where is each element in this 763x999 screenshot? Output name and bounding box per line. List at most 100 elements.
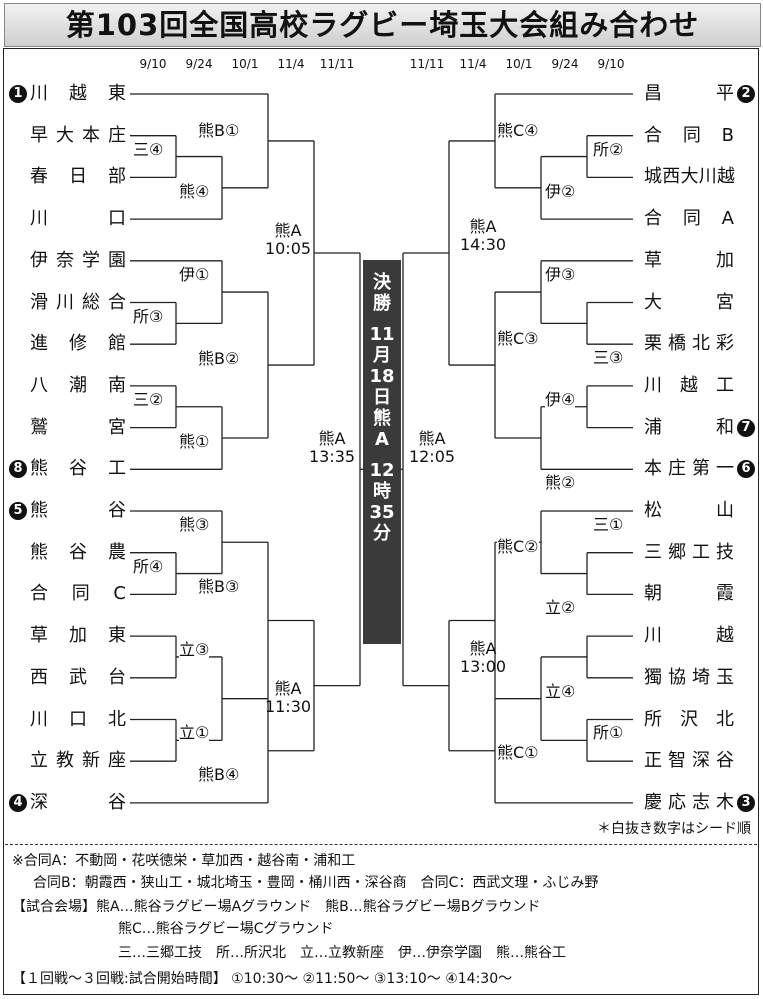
venue-label: 伊② [545, 182, 576, 201]
venue-label-semifinal: 熊A 10:05 [264, 221, 312, 258]
venue-label-semifinal: 熊A 14:30 [459, 217, 507, 254]
venue-label: 立② [545, 598, 576, 617]
seed-badge: 4 [9, 793, 27, 812]
team-name: 浦和 [644, 416, 734, 438]
title-bar: 第103回全国高校ラグビー埼玉大会組み合わせ [4, 3, 761, 47]
venue-label: 所④ [133, 557, 164, 576]
venue-label: 熊B② [198, 349, 240, 368]
team-name: 大宮 [644, 291, 734, 313]
round-date-left-1: 9/10 [139, 57, 167, 71]
final-date: 日 [373, 387, 391, 408]
team-name: 川口北 [30, 708, 126, 730]
final-label: 勝 [373, 293, 391, 314]
venue-label: 立① [179, 723, 210, 742]
team-name: 本庄第一 [644, 458, 734, 480]
final-time: 12 [369, 460, 395, 481]
team-name: 松山 [644, 500, 734, 521]
round-date-left-3: 10/1 [231, 57, 259, 71]
venue-label: 熊② [545, 473, 576, 492]
venue-legend: 三…三郷工技 所…所沢北 立…立教新座 伊…伊奈学園 熊…熊谷工 [118, 945, 566, 961]
team-name: 西武台 [30, 666, 126, 688]
venue-label: 立③ [179, 640, 210, 659]
bracket-frame [3, 48, 759, 995]
final-date: 18 [369, 366, 395, 387]
venue-label-final-left: 熊A 13:35 [308, 429, 356, 466]
venue-legend: 【試合会場】熊A…熊谷ラグビー場Aグラウンド 熊B…熊谷ラグビー場Bグラウンド [12, 899, 541, 915]
team-name: 昌平 [644, 83, 734, 104]
seed-badge: 3 [737, 793, 755, 812]
final-venue: 熊 [373, 408, 391, 429]
round-date-right-5: 9/10 [597, 57, 625, 71]
final-box [363, 260, 401, 644]
venue-legend: 熊C…熊谷ラグビー場Cグラウンド [118, 921, 334, 937]
round-date-right-3: 10/1 [505, 57, 533, 71]
team-name: 川越 [644, 625, 734, 647]
team-name: 草加 [644, 249, 734, 271]
venue-label: 熊C③ [497, 329, 539, 348]
venue-label: 立④ [545, 682, 576, 701]
venue-label: 熊B① [198, 121, 240, 140]
venue-label: 所② [593, 140, 624, 159]
venue-label-semifinal: 熊A 11:30 [264, 679, 312, 716]
venue-label: 熊B③ [198, 577, 240, 596]
final-label: 決 [373, 272, 391, 293]
divider [5, 844, 757, 845]
venue-label-semifinal: 熊A 13:00 [459, 639, 507, 676]
team-name: 川口 [30, 208, 126, 230]
team-name: 立教新座 [30, 750, 126, 772]
venue-label: 熊C② [497, 537, 539, 556]
team-name: 川越東 [30, 83, 126, 104]
team-name: 早大本庄 [30, 124, 126, 146]
venue-label: 伊① [179, 265, 210, 284]
round-date-left-4: 11/4 [277, 57, 305, 71]
seed-badge: 5 [9, 502, 27, 520]
final-venue: A [375, 429, 389, 450]
round-date-left-2: 9/24 [185, 57, 213, 71]
final-date: 11 [369, 324, 395, 345]
team-name: 正智深谷 [644, 750, 734, 772]
seed-badge: 7 [737, 418, 755, 437]
team-name: 進修館 [30, 333, 126, 355]
venue-label: 三④ [133, 140, 164, 159]
venue-label: 熊C④ [497, 121, 539, 140]
team-name: 朝霞 [644, 583, 734, 605]
venue-label: 熊① [179, 432, 210, 451]
team-name: 春日部 [30, 166, 126, 188]
joint-team-a-note: ※合同A：不動岡・花咲徳栄・草加西・越谷南・浦和工 [12, 853, 356, 869]
venue-label: 伊③ [545, 265, 576, 284]
round-date-right-2: 11/4 [459, 57, 487, 71]
final-time: 35 [369, 502, 395, 523]
start-times-note: 【１回戦～３回戦:試合開始時間】 ①10:30～ ②11:50～ ③13:10～… [12, 971, 513, 987]
final-time: 分 [373, 523, 391, 544]
team-name: 川越工 [644, 374, 734, 396]
team-name: 熊谷農 [30, 541, 126, 563]
seed-badge: 8 [9, 460, 27, 479]
seed-badge: 1 [9, 85, 27, 103]
venue-label: 三① [593, 515, 624, 534]
venue-label: 伊④ [545, 390, 576, 409]
team-name: 滑川総合 [30, 291, 126, 313]
team-name: 熊谷 [30, 500, 126, 521]
team-name: 八潮南 [30, 374, 126, 396]
venue-label: 熊B④ [198, 765, 240, 784]
round-date-left-5: 11/11 [319, 57, 355, 71]
venue-label: 熊③ [179, 515, 210, 534]
joint-team-bc-note: 合同B：朝霞西・狭山工・城北埼玉・豊岡・桶川西・深谷商 合同C：西武文理・ふじみ… [33, 875, 599, 891]
venue-label: 熊④ [179, 182, 210, 201]
venue-label: 三② [133, 390, 164, 409]
seed-note: ＊白抜き数字はシード順 [597, 821, 751, 837]
team-name: 草加東 [30, 625, 126, 647]
team-name: 合同A [644, 208, 734, 230]
team-name: 伊奈学園 [30, 249, 126, 271]
page-title: 第103回全国高校ラグビー埼玉大会組み合わせ [65, 8, 700, 42]
team-name: 深谷 [30, 791, 126, 813]
round-date-right-4: 9/24 [551, 57, 579, 71]
round-date-right-1: 11/11 [409, 57, 445, 71]
team-name: 鷲宮 [30, 416, 126, 438]
team-name: 慶応志木 [644, 791, 734, 813]
venue-label: 熊C① [497, 743, 539, 762]
team-name: 三郷工技 [644, 541, 734, 563]
team-name: 合同B [644, 124, 734, 146]
venue-label: 三③ [593, 348, 624, 367]
